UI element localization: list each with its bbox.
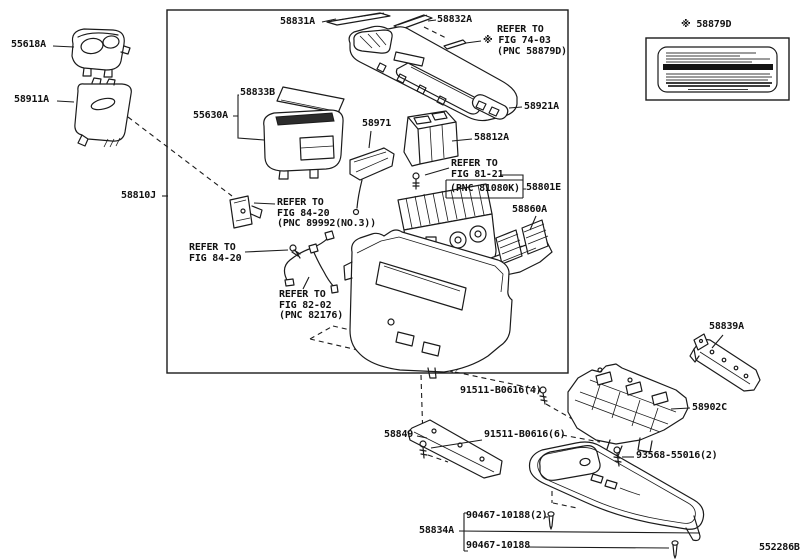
leader-lines xyxy=(52,18,724,552)
part-label-93568-55016[interactable]: 93568-55016(2) xyxy=(636,450,718,461)
part-drawing-58834A xyxy=(528,441,705,542)
screw-icon-91511-6 xyxy=(419,440,428,459)
pin-icon-90467-2 xyxy=(547,511,555,530)
refer-note-fig81-21-line3: (PNC 81080K) xyxy=(450,183,520,194)
part-label-58812A[interactable]: 58812A xyxy=(474,132,509,143)
part-label-58832A[interactable]: 58832A xyxy=(437,14,472,25)
part-label-58971[interactable]: 58971 xyxy=(362,118,392,129)
refer-note-fig74-03-line2: ※ FIG 74-03 xyxy=(483,35,551,46)
refer-note-fig74-03-line3: (PNC 58879D) xyxy=(497,46,567,57)
screw-icon-93568 xyxy=(613,446,622,467)
refer-note-fig81-21-line1: REFER TO xyxy=(451,158,498,169)
part-drawing-58902C xyxy=(567,363,689,457)
part-label-55630A[interactable]: 55630A xyxy=(193,110,228,121)
part-label-58834A[interactable]: 58834A xyxy=(419,525,454,536)
part-label-58911A[interactable]: 58911A xyxy=(14,94,49,105)
part-label-58801E[interactable]: 58801E xyxy=(526,182,561,193)
part-drawing-harness-82176 xyxy=(283,230,339,294)
screw-icon-81-21 xyxy=(412,172,420,190)
refer-note-fig84-20-line1: REFER TO xyxy=(189,242,236,253)
part-label-58860A[interactable]: 58860A xyxy=(512,204,547,215)
refer-note-fig82-02-line3: (PNC 82176) xyxy=(279,310,344,321)
screw-icon-91511-4 xyxy=(539,386,548,405)
part-drawing-58831A xyxy=(326,12,391,26)
frame-box xyxy=(166,9,569,374)
part-drawing-58911A xyxy=(74,77,132,148)
screw-icon-84-20 xyxy=(289,244,301,259)
part-label-91511-B0616-4[interactable]: 91511-B0616(4) xyxy=(460,385,542,396)
part-drawing-58849 xyxy=(407,419,503,479)
part-drawing-55630A xyxy=(263,109,344,180)
page-code: 552286B xyxy=(759,542,800,553)
caution-plate xyxy=(645,37,790,101)
part-label-55618A[interactable]: 55618A xyxy=(11,39,46,50)
refer-note-fig82-02-line1: REFER TO xyxy=(279,289,326,300)
screw-icons xyxy=(289,172,679,559)
refer-note-fig82-02-line2: FIG 82-02 xyxy=(279,300,332,311)
part-label-58902C[interactable]: 58902C xyxy=(692,402,727,413)
part-drawing-58812A xyxy=(403,110,459,167)
part-label-58921A[interactable]: 58921A xyxy=(524,101,559,112)
part-label-58831A[interactable]: 58831A xyxy=(280,16,315,27)
part-drawing-bracket-89992 xyxy=(229,195,263,229)
part-label-91511-B0616-6[interactable]: 91511-B0616(6) xyxy=(484,429,566,440)
part-drawing-58921A xyxy=(348,25,518,122)
part-label-58849[interactable]: 58849 xyxy=(384,429,414,440)
part-label-58833B[interactable]: 58833B xyxy=(240,87,275,98)
part-label-90467-10188-2[interactable]: 90467-10188(2) xyxy=(466,510,548,521)
refer-note-fig84-20-no3-line3: (PNC 89992(NO.3)) xyxy=(277,218,376,229)
part-drawing-58839A xyxy=(689,333,761,392)
part-label-58839A[interactable]: 58839A xyxy=(709,321,744,332)
part-drawing-console-base xyxy=(343,229,513,379)
part-label-58879D[interactable]: ※ 58879D xyxy=(681,19,732,30)
refer-note-fig84-20-no3-line1: REFER TO xyxy=(277,197,324,208)
part-drawing-55618A xyxy=(71,28,131,78)
refer-note-fig81-21-line2: FIG 81-21 xyxy=(451,169,504,180)
part-drawing-58833B xyxy=(276,86,345,114)
part-drawing-58879D-film xyxy=(443,39,467,50)
part-drawing-58971 xyxy=(349,147,395,216)
refer-note-fig74-03-line1: REFER TO xyxy=(497,24,544,35)
refer-note-fig84-20-no3-line2: FIG 84-20 xyxy=(277,208,330,219)
part-label-58810J[interactable]: 58810J xyxy=(121,190,156,201)
pin-icon-90467 xyxy=(671,540,679,559)
refer-note-fig84-20-line2: FIG 84-20 xyxy=(189,253,242,264)
part-label-90467-10188[interactable]: 90467-10188 xyxy=(466,540,531,551)
